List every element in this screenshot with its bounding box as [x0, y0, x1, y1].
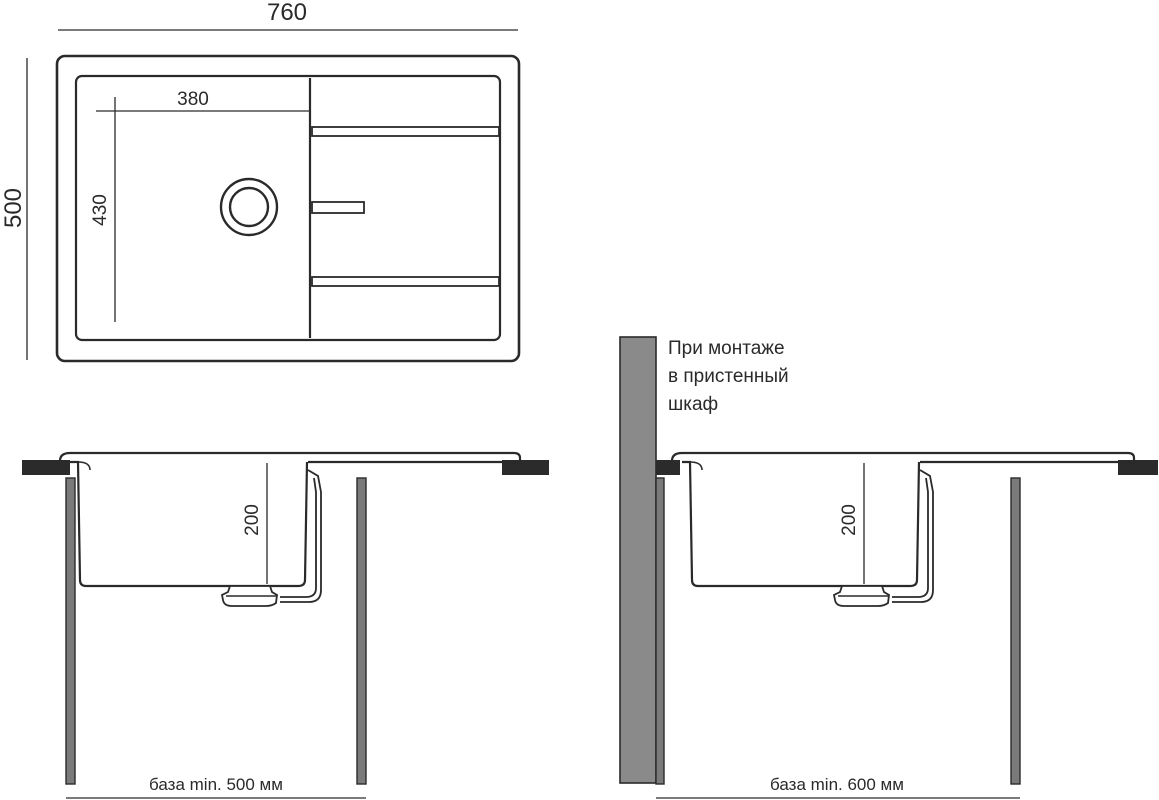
drainer-rib-bottom — [311, 276, 500, 287]
cabinet-side-left — [65, 477, 76, 785]
overall-depth-label: 500 — [0, 188, 27, 228]
wall-note-line-1: При монтаже — [668, 338, 785, 359]
cabinet-side-right-wall — [1010, 477, 1021, 785]
sink-outer-rim — [55, 54, 521, 363]
base-label-left: база min. 500 мм — [149, 775, 283, 794]
overflow-slot — [311, 201, 365, 214]
sink-bowl-section-wall — [682, 460, 921, 588]
sink-inner-outline — [74, 74, 502, 342]
base-label-right: база min. 600 мм — [770, 775, 904, 794]
top-view — [26, 29, 521, 363]
bowl-width-label: 380 — [177, 89, 209, 110]
countertop-right-wall — [1118, 460, 1158, 475]
drainer-rib-top — [311, 126, 500, 137]
sink-bowl-inner-wall — [77, 461, 91, 471]
drain-outer-ring — [219, 177, 279, 237]
countertop-right — [502, 460, 549, 475]
sink-rim-profile — [58, 451, 522, 464]
countertop-left — [22, 460, 70, 475]
bowl-depth-label-right: 200 — [839, 504, 860, 536]
wall-note-line-2: в пристенный — [668, 366, 789, 387]
cabinet-side-left-wall — [655, 477, 665, 785]
drain-inner-ring — [228, 186, 270, 228]
overflow-pipe — [280, 469, 322, 603]
wall-note-line-3: шкаф — [668, 394, 718, 415]
cabinet-side-right — [356, 477, 367, 785]
wall — [619, 336, 657, 784]
sink-rim-profile-wall — [670, 451, 1136, 464]
section-view-wall-mounted — [619, 336, 1158, 799]
bowl-depth-label-left: 200 — [242, 504, 263, 536]
countertop-left-wall — [656, 460, 680, 475]
bowl-length-label: 430 — [90, 194, 111, 226]
sink-bowl-section — [70, 460, 309, 588]
sink-bowl-inner-wall-right — [689, 461, 703, 471]
overflow-pipe-wall — [892, 469, 934, 603]
overall-width-label: 760 — [267, 0, 307, 26]
section-view-standard — [22, 451, 549, 799]
